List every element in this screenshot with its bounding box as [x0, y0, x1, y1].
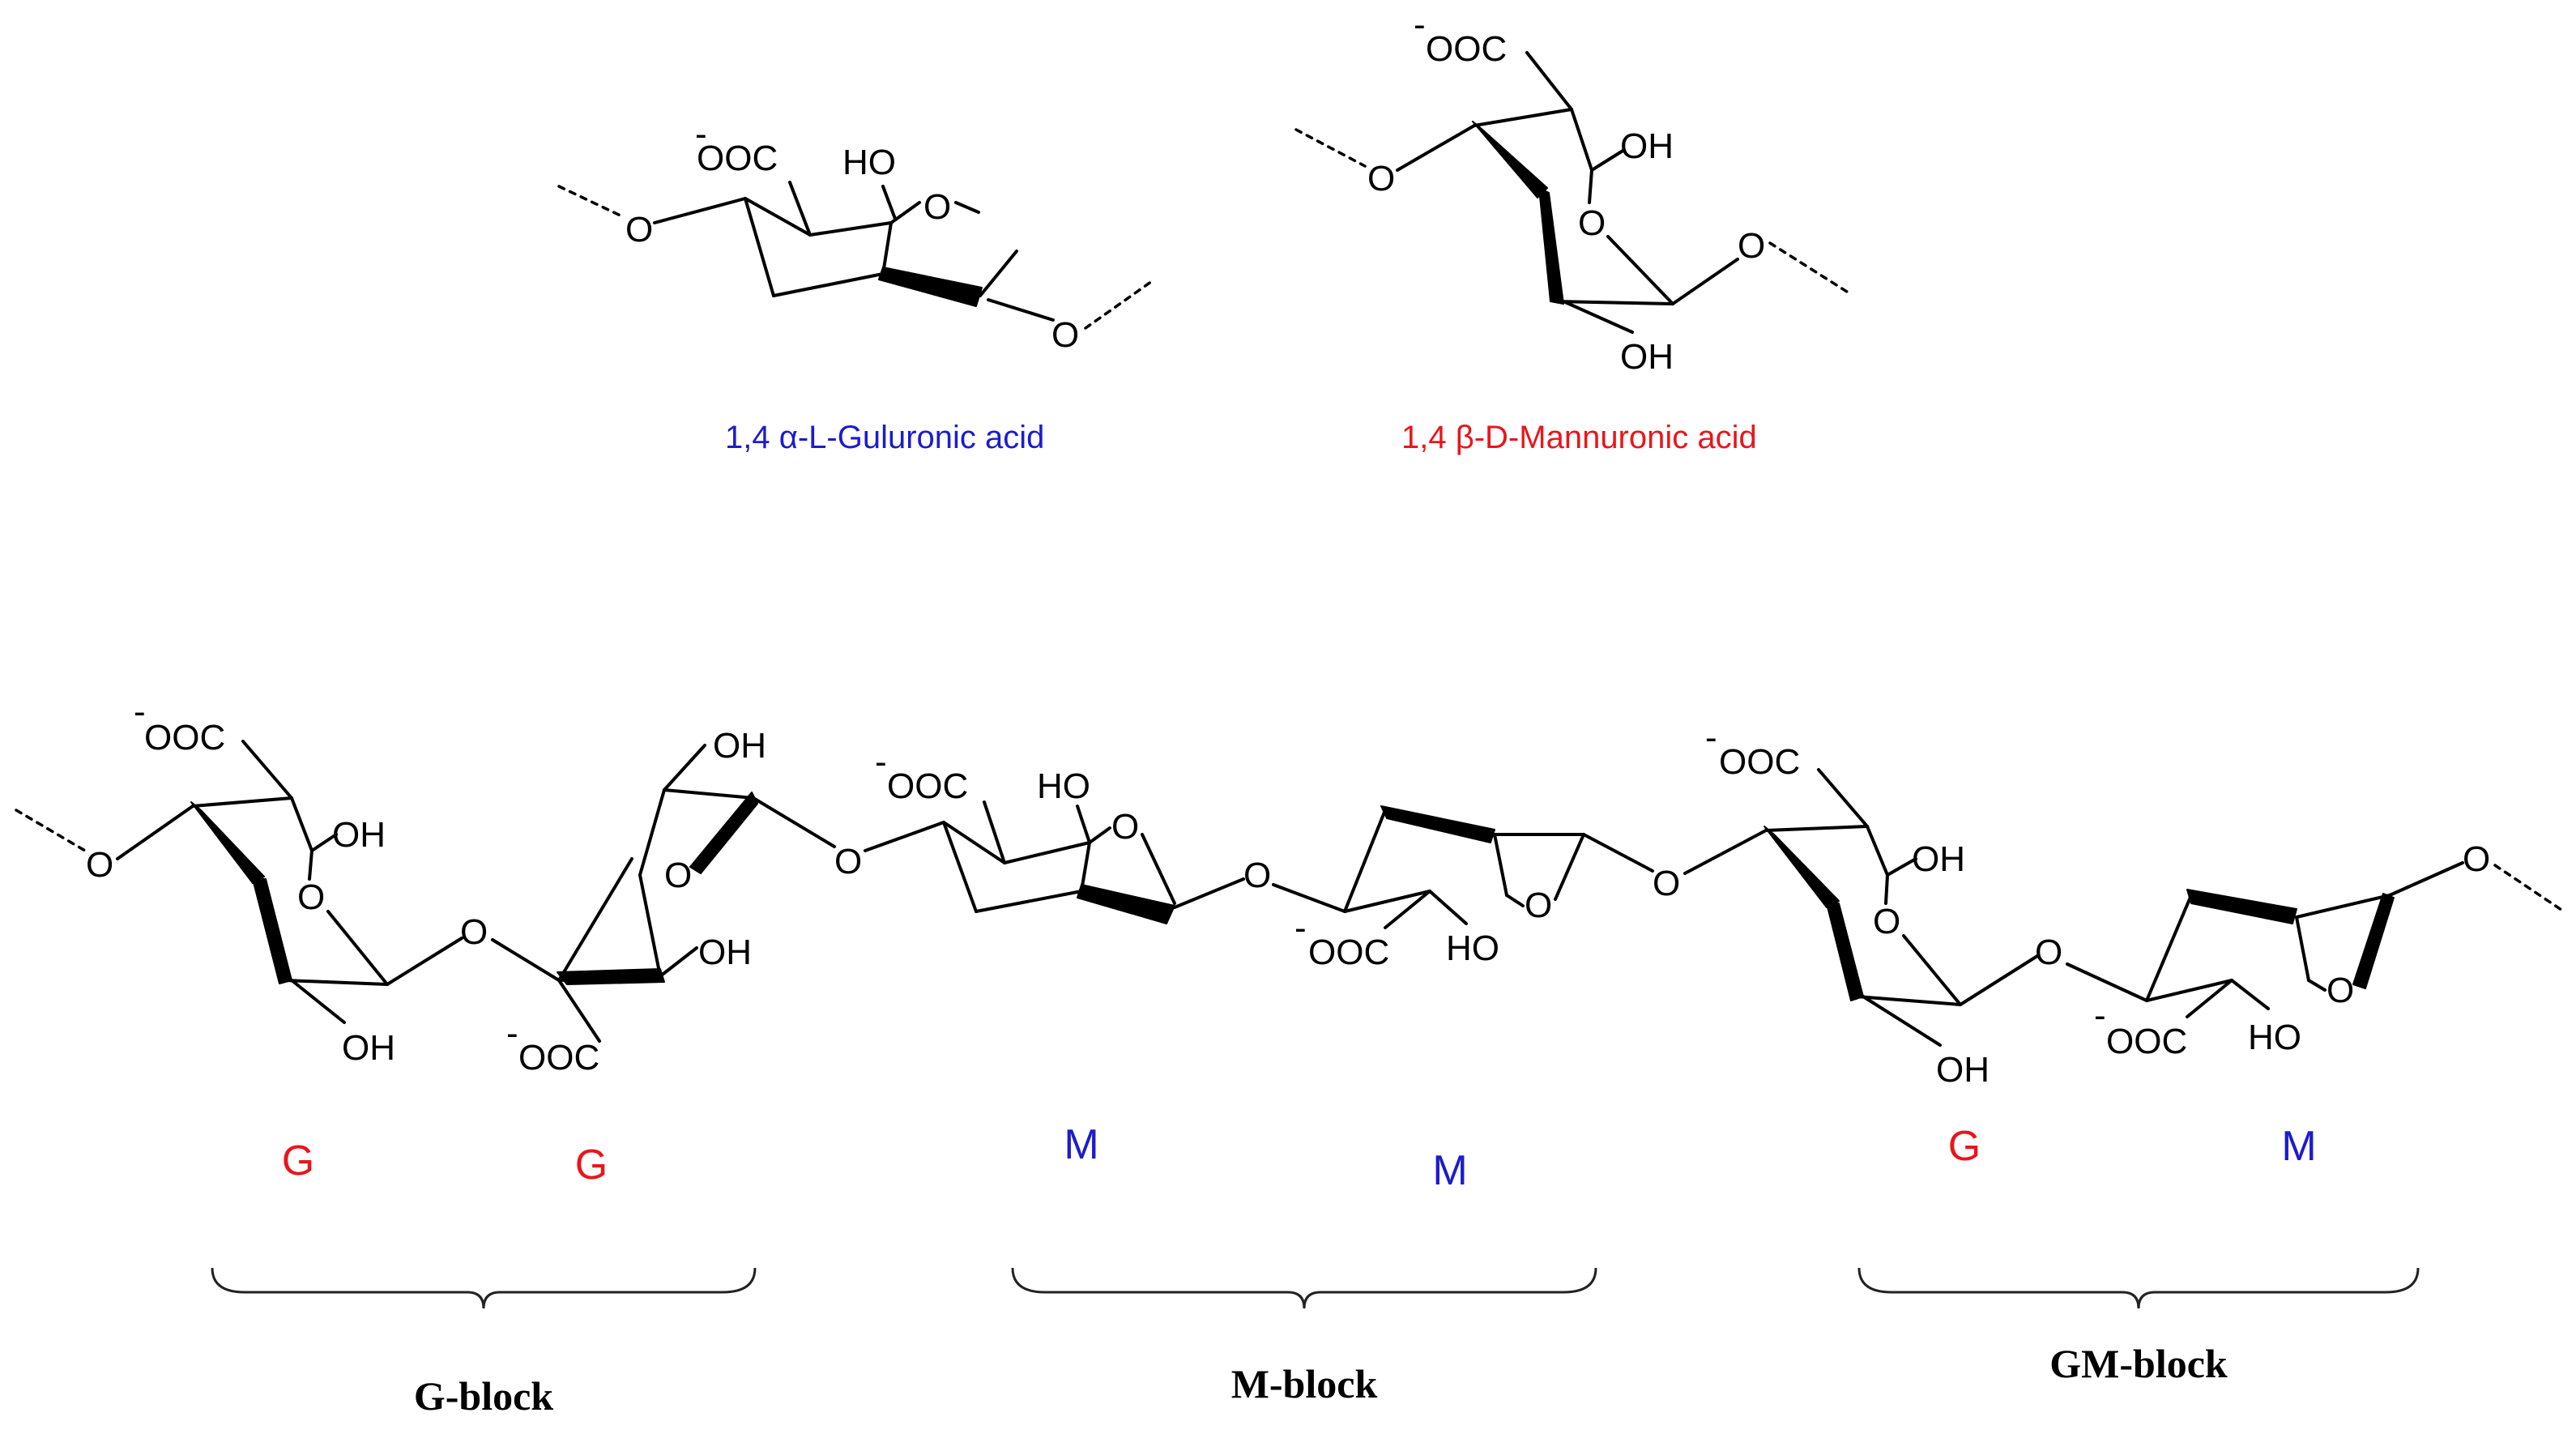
residue-label-3: M [1432, 1147, 1467, 1194]
carboxylate-label: OOC [144, 718, 225, 758]
alginate-chain-structure: O OOC - OH O OH O OOC - OH O [15, 692, 2565, 1090]
mannuronic-monomer-structure: O OOC - OH O O OH [1294, 5, 1849, 377]
atom-o: O [1367, 159, 1395, 198]
carboxylate-label: OOC [697, 139, 778, 178]
hydroxyl-label: OH [1912, 839, 1965, 879]
residue-label-0: G [282, 1137, 314, 1184]
ring-oxygen: O [1525, 886, 1552, 925]
guluronic-caption: 1,4 α-L-Guluronic acid [725, 420, 1044, 455]
block-label-2: GM-block [2049, 1341, 2228, 1386]
hydroxyl-label: HO [1446, 928, 1499, 968]
charge-label: - [1414, 5, 1426, 45]
carboxylate-label: OOC [1719, 742, 1800, 782]
charge-label: - [2094, 996, 2106, 1035]
charge-label: - [1294, 908, 1307, 948]
atom-o: O [86, 845, 113, 885]
block-labels: G-block M-block GM-block [414, 1341, 2228, 1419]
ring-oxygen: O [2327, 971, 2354, 1010]
atom-o: O [1653, 864, 1680, 903]
atom-o: O [1738, 226, 1765, 266]
hydroxyl-label: OH [342, 1028, 395, 1068]
residue-label-2: M [1064, 1121, 1098, 1168]
charge-label: - [1705, 718, 1717, 758]
block-braces [211, 1267, 2420, 1309]
residue-label-5: M [2281, 1123, 2316, 1170]
ring-oxygen: O [1873, 902, 1900, 941]
carboxylate-label: OOC [1308, 933, 1389, 972]
charge-label: - [506, 1014, 518, 1053]
hydroxyl-label: OH [713, 726, 766, 766]
atom-o: O [834, 842, 862, 881]
block-label-1: M-block [1231, 1361, 1378, 1406]
hydroxyl-label: OH [1936, 1050, 1990, 1090]
ring-oxygen: O [1111, 807, 1139, 847]
block-label-0: G-block [414, 1373, 553, 1419]
carboxylate-label: OOC [2106, 1022, 2187, 1061]
hydroxyl-label: OH [698, 933, 752, 972]
block-brace-2 [1857, 1267, 2420, 1309]
guluronic-monomer-structure: O OOC - HO O O [557, 114, 1156, 355]
carboxylate-label: OOC [518, 1038, 599, 1078]
ring-oxygen: O [664, 856, 692, 895]
charge-label: - [134, 692, 146, 732]
hydroxyl-label: OH [332, 815, 386, 855]
hydroxyl-label: HO [842, 143, 896, 182]
hydroxyl-label: HO [1037, 766, 1090, 806]
charge-label: - [875, 742, 887, 782]
atom-o: O [1243, 856, 1271, 895]
atom-o: O [1051, 315, 1079, 355]
atom-o: O [460, 912, 488, 952]
block-brace-1 [1011, 1267, 1597, 1309]
ring-oxygen: O [297, 877, 325, 917]
atom-o: O [2035, 933, 2062, 972]
hydroxyl-label: OH [1620, 126, 1674, 166]
ring-oxygen: O [923, 187, 951, 227]
mannuronic-caption: 1,4 β-D-Mannuronic acid [1401, 420, 1757, 455]
block-brace-0 [211, 1267, 757, 1309]
ring-oxygen: O [1578, 203, 1606, 243]
atom-o: O [2463, 839, 2490, 879]
atom-o: O [625, 210, 653, 250]
hydroxyl-label: HO [2248, 1018, 2301, 1057]
residue-label-4: G [1948, 1123, 1981, 1170]
carboxylate-label: OOC [1426, 29, 1507, 69]
carboxylate-label: OOC [887, 766, 968, 806]
hydroxyl-label: OH [1620, 337, 1674, 377]
residue-label-1: G [575, 1142, 608, 1189]
charge-label: - [695, 114, 707, 154]
